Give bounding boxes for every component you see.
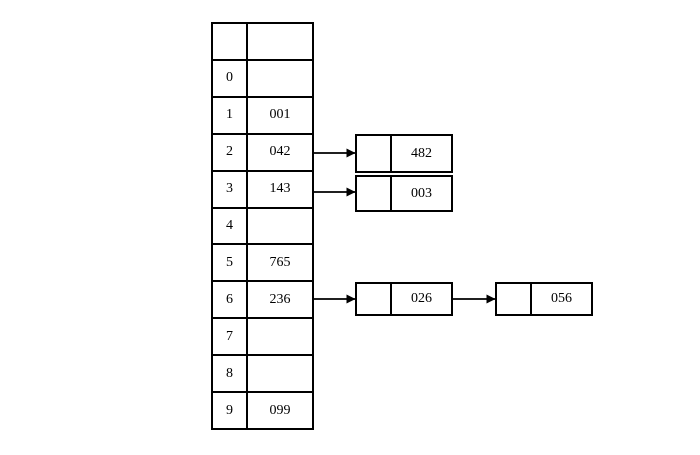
bucket-value-1: 001	[269, 107, 291, 123]
chain-node-482: 482	[355, 134, 453, 173]
bucket-value-8	[248, 356, 312, 391]
bucket-index-0: 0	[213, 60, 248, 96]
bucket-index-1: 1	[213, 97, 248, 133]
chain-node-026-pointer-cell	[357, 284, 392, 314]
table-row-5: 5 765	[213, 245, 312, 283]
bucket-value-7	[248, 319, 312, 354]
bucket-index-9: 9	[213, 393, 248, 428]
chain-node-003: 003	[355, 175, 453, 212]
table-row-1: 1 001	[213, 97, 312, 135]
bucket-value-2: 042	[269, 144, 291, 160]
chain-node-482-value-cell: 482	[411, 145, 432, 161]
header-value-cell	[248, 24, 312, 59]
bucket-index-4: 4	[213, 208, 248, 244]
table-row-2: 2 042	[213, 134, 312, 172]
header-index-cell	[213, 24, 248, 59]
chain-node-056-pointer-cell	[497, 284, 532, 314]
table-row-3: 3 143	[213, 171, 312, 209]
bucket-value-5: 765	[269, 254, 291, 270]
bucket-value-0	[248, 61, 312, 96]
table-row-7: 7	[213, 319, 312, 357]
table-row-8: 8	[213, 356, 312, 394]
hash-table: 0 1 001 2 042 3 143 4 5 765 6 236 7	[211, 22, 314, 430]
chain-node-056: 056	[495, 282, 593, 316]
bucket-index-3: 3	[213, 171, 248, 207]
table-row-0: 0	[213, 60, 312, 98]
chain-node-482-pointer-cell	[357, 136, 392, 171]
bucket-index-2: 2	[213, 134, 248, 170]
table-row-4: 4	[213, 208, 312, 246]
chain-node-026: 026	[355, 282, 453, 316]
bucket-index-6: 6	[213, 282, 248, 318]
bucket-value-6: 236	[269, 291, 291, 307]
bucket-value-4	[248, 209, 312, 244]
bucket-value-9: 099	[269, 402, 291, 418]
table-row-header	[213, 24, 312, 61]
chain-node-003-pointer-cell	[357, 177, 392, 210]
chain-node-026-value-cell: 026	[411, 291, 432, 306]
table-row-9: 9 099	[213, 393, 312, 428]
bucket-index-5: 5	[213, 245, 248, 281]
chain-node-003-value-cell: 003	[411, 185, 432, 201]
bucket-value-3: 143	[269, 181, 291, 197]
bucket-index-7: 7	[213, 319, 248, 355]
chain-node-056-value-cell: 056	[551, 291, 572, 306]
table-row-6: 6 236	[213, 282, 312, 320]
bucket-index-8: 8	[213, 356, 248, 392]
